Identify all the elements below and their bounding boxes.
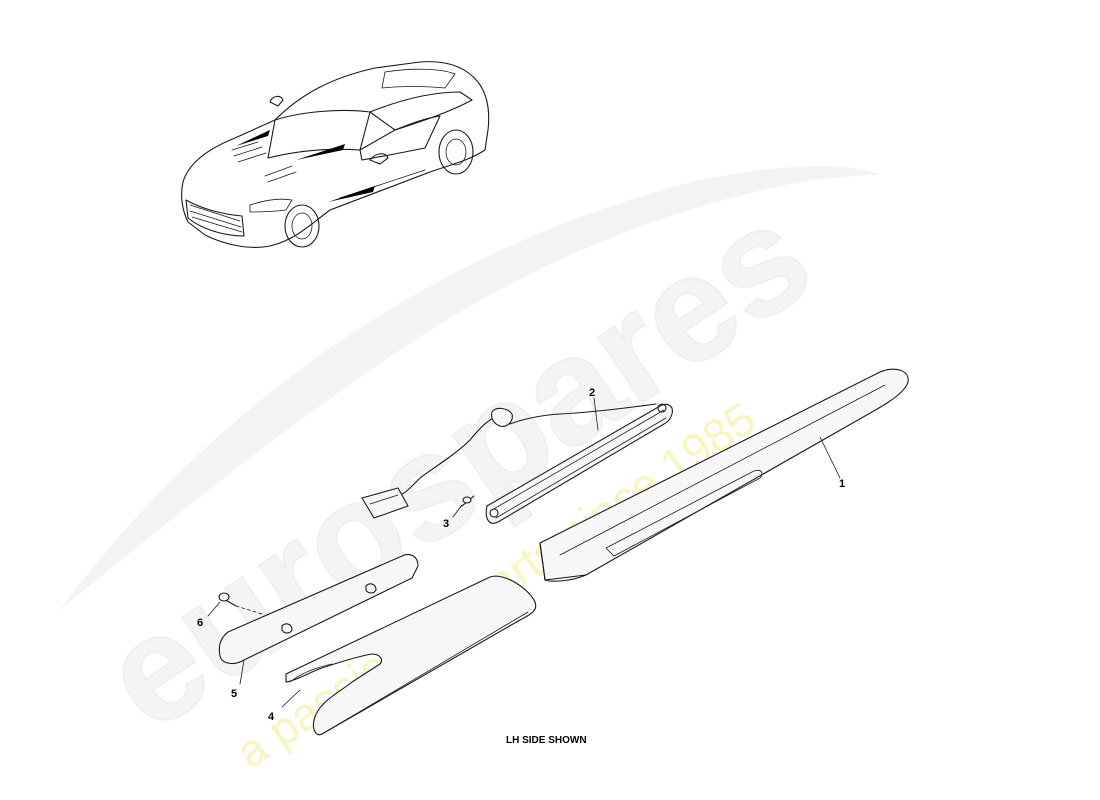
- leader-2: [593, 397, 599, 431]
- part-4-trim: [285, 575, 537, 736]
- callout-4: 4: [268, 711, 275, 723]
- leader-1: [819, 436, 841, 479]
- part-1-sill-finisher: [539, 368, 909, 582]
- callout-6: 6: [197, 617, 203, 629]
- callout-3: 3: [443, 518, 449, 530]
- car-thumbnail: [181, 61, 490, 248]
- leader-6: [207, 601, 221, 617]
- callout-5: 5: [231, 688, 237, 700]
- callout-2: 2: [589, 387, 595, 399]
- part-5-bracket: [218, 553, 419, 665]
- leader-4: [281, 689, 301, 708]
- callout-1: 1: [839, 478, 845, 490]
- leader-3: [452, 504, 463, 518]
- callouts: 1 2 3 4 5 6: [197, 387, 845, 723]
- leader-lines: [207, 397, 841, 708]
- leader-5: [239, 659, 245, 685]
- view-caption: LH SIDE SHOWN: [506, 735, 587, 746]
- part-3-screw: [461, 495, 475, 507]
- part-6-bolt: [218, 592, 263, 615]
- part-2-lamp-assembly: [361, 403, 673, 524]
